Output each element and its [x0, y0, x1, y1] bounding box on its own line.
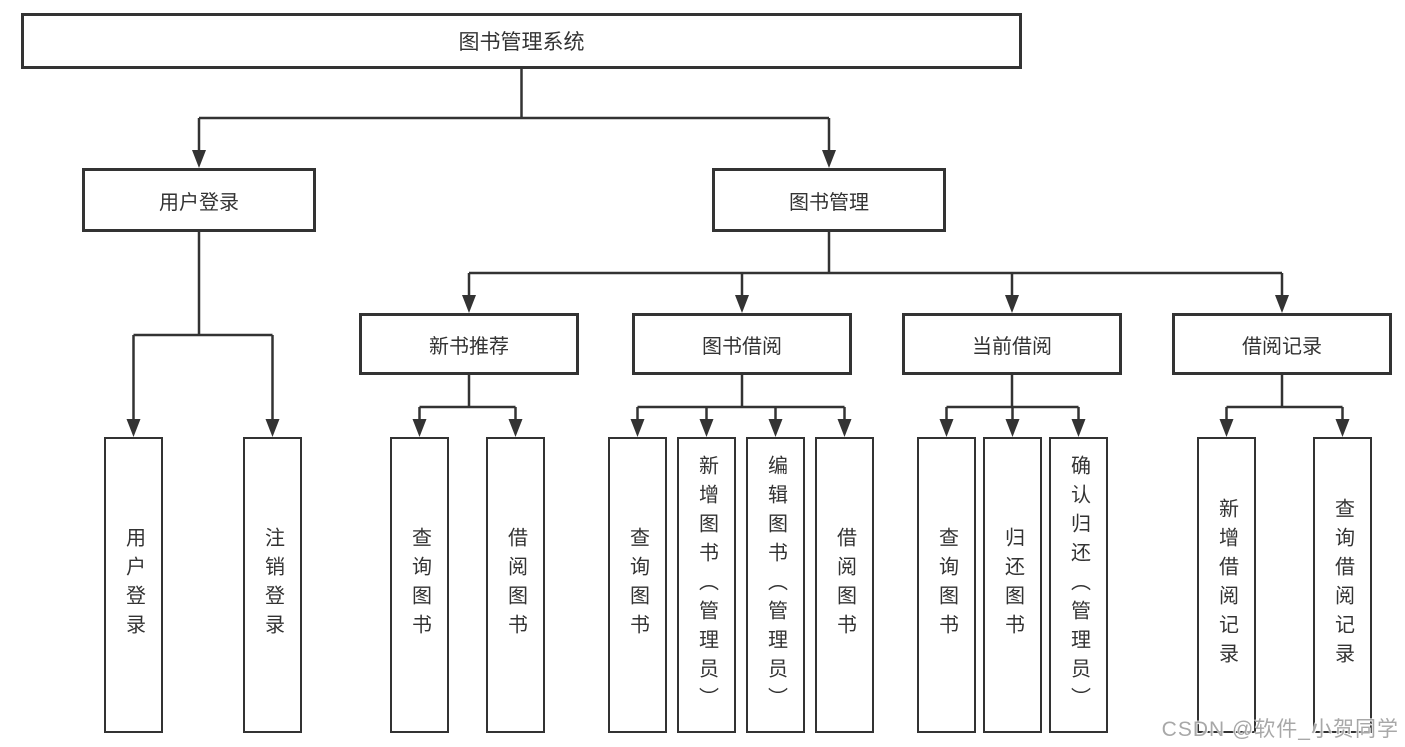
leaf-label: 借阅图书 — [833, 527, 856, 643]
leaf-logout: 注销登录 — [243, 437, 302, 733]
leaf-label: 查询图书 — [935, 527, 958, 643]
leaf-add-borrow-record: 新增借阅记录 — [1197, 437, 1256, 733]
node-book-management: 图书管理 — [712, 168, 946, 232]
leaf-return-books: 归还图书 — [983, 437, 1042, 733]
leaf-label: 归还图书 — [1001, 527, 1024, 643]
leaf-label: 查询图书 — [626, 527, 649, 643]
connector-newbooks-to-leaves — [418, 375, 517, 421]
leaf-user-login: 用户登录 — [104, 437, 163, 733]
node-label: 图书管理系统 — [458, 31, 585, 54]
leaf-edit-books-admin: 编辑图书（管理员） — [746, 437, 805, 733]
leaf-label: 查询图书 — [408, 527, 431, 643]
node-label: 图书管理 — [789, 191, 869, 214]
node-label: 借阅记录 — [1242, 335, 1322, 358]
leaf-label: 注销登录 — [261, 527, 284, 643]
leaf-label: 编辑图书（管理员） — [764, 454, 787, 716]
node-current-borrowing: 当前借阅 — [902, 313, 1122, 375]
node-library-system: 图书管理系统 — [21, 13, 1022, 69]
csdn-watermark: CSDN @软件_小贺同学 — [1161, 718, 1399, 741]
connector-currentborrow-to-leaves — [945, 375, 1080, 421]
node-book-borrowing: 图书借阅 — [632, 313, 852, 375]
leaf-query-books-recommend: 查询图书 — [390, 437, 449, 733]
leaf-confirm-return-admin: 确认归还（管理员） — [1049, 437, 1108, 733]
connector-root-to-level2 — [197, 69, 831, 152]
connector-bookmgmt-to-level3 — [467, 232, 1284, 297]
connector-borrowrecords-to-leaves — [1225, 375, 1344, 421]
leaf-query-borrow-record: 查询借阅记录 — [1313, 437, 1372, 733]
node-new-book-recommend: 新书推荐 — [359, 313, 579, 375]
leaf-label: 新增图书（管理员） — [695, 454, 718, 716]
node-label: 当前借阅 — [972, 335, 1052, 358]
leaf-label: 查询借阅记录 — [1331, 498, 1354, 672]
leaf-add-books-admin: 新增图书（管理员） — [677, 437, 736, 733]
leaf-query-books-current: 查询图书 — [917, 437, 976, 733]
node-user-login: 用户登录 — [82, 168, 316, 232]
leaf-query-books-borrow: 查询图书 — [608, 437, 667, 733]
leaf-borrow-books-recommend: 借阅图书 — [486, 437, 545, 733]
leaf-label: 确认归还（管理员） — [1067, 454, 1090, 716]
node-label: 用户登录 — [159, 191, 239, 214]
node-borrowing-records: 借阅记录 — [1172, 313, 1392, 375]
connector-bookborrow-to-leaves — [636, 375, 846, 421]
connector-userlogin-to-leaves — [132, 232, 274, 421]
leaf-borrow-books: 借阅图书 — [815, 437, 874, 733]
arrowhead-icons — [126, 150, 1350, 437]
leaf-label: 用户登录 — [122, 527, 145, 643]
leaf-label: 借阅图书 — [504, 527, 527, 643]
node-label: 图书借阅 — [702, 335, 782, 358]
node-label: 新书推荐 — [429, 335, 509, 358]
leaf-label: 新增借阅记录 — [1215, 498, 1238, 672]
